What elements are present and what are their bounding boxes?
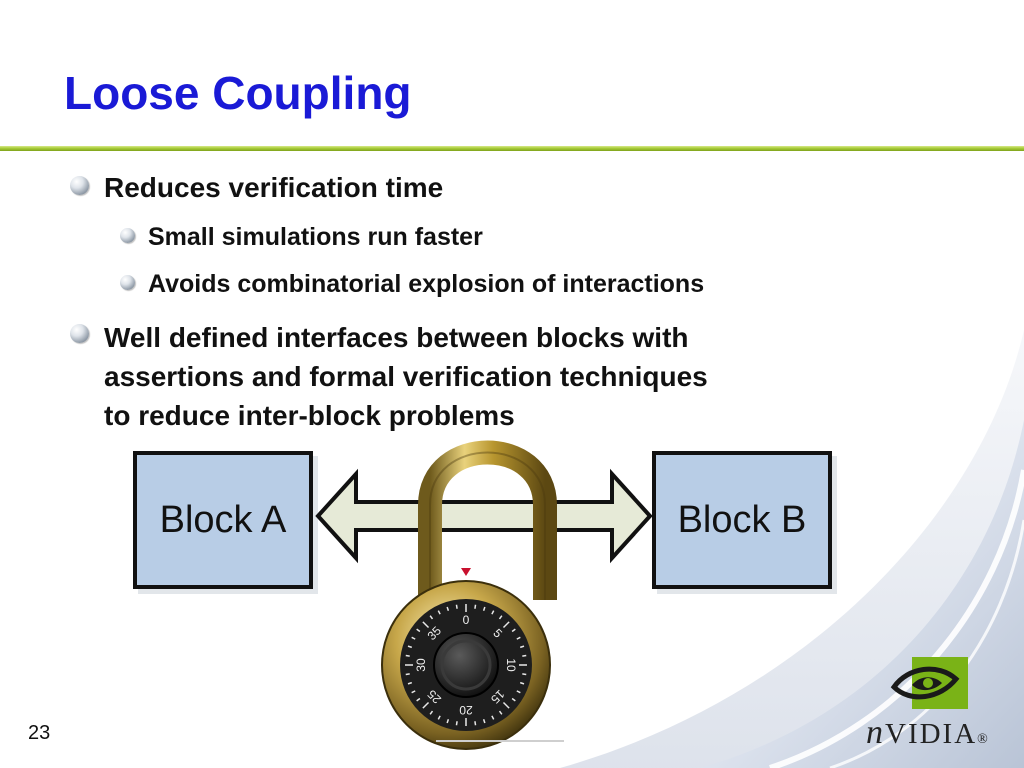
dial-tick bbox=[437, 610, 441, 615]
dial-tick bbox=[407, 681, 413, 685]
dial-tick bbox=[446, 606, 450, 612]
dial-tick bbox=[437, 715, 441, 720]
dial-tick bbox=[416, 697, 421, 702]
dial-tick bbox=[455, 721, 458, 726]
dial-tick bbox=[519, 681, 525, 685]
dial-tick bbox=[422, 701, 430, 709]
dial-tick bbox=[491, 610, 495, 615]
dial-tick bbox=[474, 721, 477, 726]
block-b-label: Block B bbox=[677, 498, 807, 541]
dial-tick bbox=[502, 701, 510, 709]
dial-tick bbox=[522, 654, 527, 657]
dial-tick bbox=[516, 690, 521, 694]
dial-number: 20 bbox=[459, 703, 473, 717]
dial-tick bbox=[482, 718, 486, 724]
bullet-reduces-verification-time: Reduces verification time bbox=[70, 170, 444, 206]
dial-tick bbox=[405, 654, 410, 657]
block-a-box: Block A bbox=[133, 451, 313, 589]
dial-tick bbox=[498, 710, 503, 715]
page-number: 23 bbox=[28, 722, 51, 744]
bullet-text: Reduces verification time bbox=[104, 172, 444, 203]
dial-tick bbox=[429, 615, 434, 620]
title-divider bbox=[0, 146, 1024, 151]
dial-tick bbox=[407, 645, 413, 649]
dial-tick bbox=[474, 604, 477, 609]
nvidia-wordmark: nVIDIA® bbox=[866, 714, 990, 752]
bullet-well-defined-interfaces: Well defined interfaces between blocks w… bbox=[70, 318, 864, 435]
dial-number: 10 bbox=[504, 658, 518, 672]
bullet-text-line: Well defined interfaces between blocks w… bbox=[104, 322, 689, 353]
dial-tick bbox=[446, 718, 450, 724]
block-a-label: Block A bbox=[159, 498, 287, 541]
slide-title: Loose Coupling bbox=[64, 67, 412, 119]
dial-tick bbox=[502, 621, 510, 629]
dial-tick bbox=[416, 628, 421, 633]
dial-tick bbox=[455, 604, 458, 609]
dial-tick bbox=[482, 606, 486, 612]
dial-tick bbox=[429, 710, 434, 715]
registered-mark: ® bbox=[977, 732, 990, 747]
block-b-box: Block B bbox=[652, 451, 832, 589]
padlock-shackle bbox=[418, 440, 557, 600]
dial-tick bbox=[511, 628, 516, 633]
dial-tick bbox=[491, 715, 495, 720]
double-arrow-icon bbox=[315, 468, 653, 564]
nvidia-eye-logo-icon bbox=[890, 657, 968, 709]
bullet-text-line: assertions and formal verification techn… bbox=[104, 361, 708, 392]
dial-tick bbox=[411, 690, 416, 694]
bullet-text-line: to reduce inter-block problems bbox=[104, 400, 515, 431]
dial-number: 0 bbox=[463, 613, 470, 627]
dial-tick bbox=[511, 697, 516, 702]
sub-bullet-small-simulations: Small simulations run faster bbox=[120, 222, 483, 252]
dial-tick bbox=[498, 615, 503, 620]
bullet-icon bbox=[70, 324, 89, 343]
dial-tick bbox=[516, 636, 521, 640]
bullet-icon bbox=[70, 176, 89, 195]
bullet-text: Avoids combinatorial explosion of intera… bbox=[148, 270, 705, 298]
dial-tick bbox=[422, 621, 430, 629]
dial-tick bbox=[522, 673, 527, 676]
dial-number: 30 bbox=[414, 658, 428, 672]
wordmark-initial: n bbox=[866, 714, 885, 751]
bullet-text: Small simulations run faster bbox=[148, 223, 483, 251]
dial-tick bbox=[405, 673, 410, 676]
sub-bullet-combinatorial-explosion: Avoids combinatorial explosion of intera… bbox=[120, 269, 705, 299]
bullet-icon bbox=[120, 275, 135, 290]
dial-tick bbox=[519, 645, 525, 649]
dial-tick bbox=[411, 636, 416, 640]
bullet-icon bbox=[120, 228, 135, 243]
wordmark-rest: VIDIA bbox=[885, 718, 978, 750]
